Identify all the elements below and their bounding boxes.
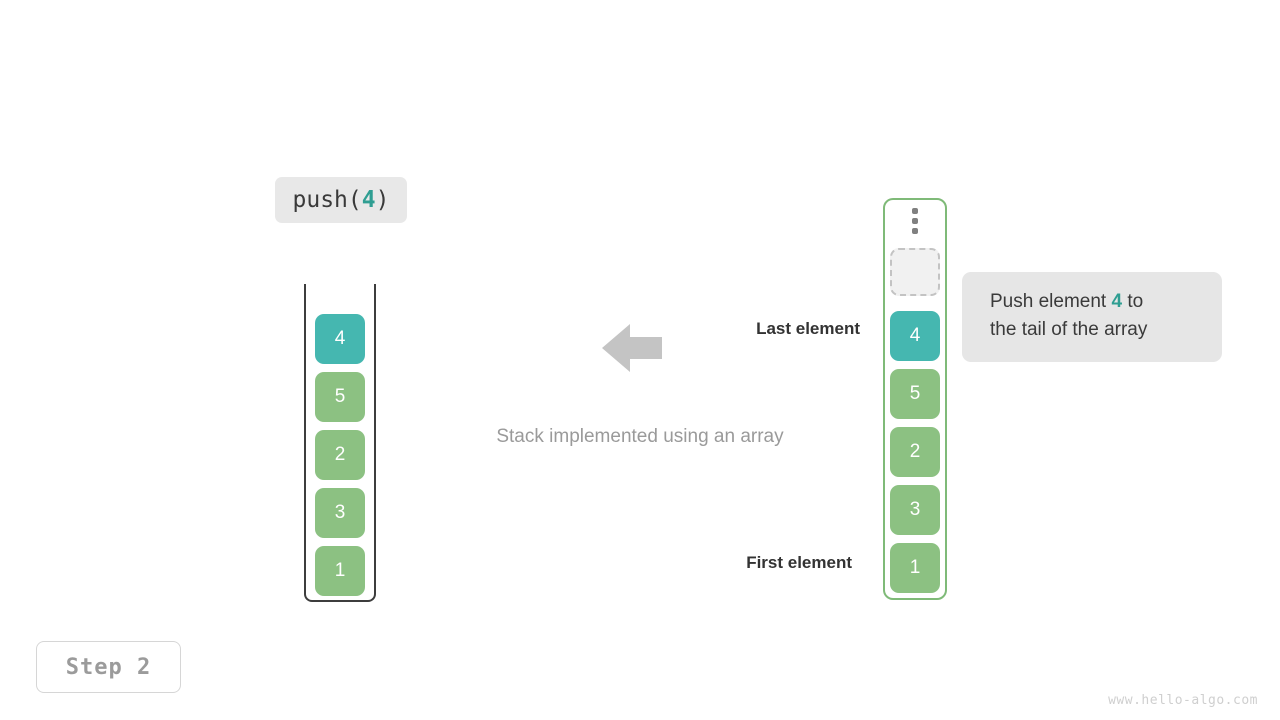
stack-cell: 4 xyxy=(315,314,365,364)
ellipsis-dot xyxy=(912,228,918,234)
stack-cell-value: 3 xyxy=(334,502,346,523)
operation-value: 4 xyxy=(361,187,376,213)
stack-cell: 1 xyxy=(315,546,365,596)
array-cell-value: 4 xyxy=(909,325,921,346)
array-items: 4 5 2 3 1 xyxy=(883,311,947,593)
stack-cell-value: 2 xyxy=(334,444,346,465)
step-badge: Step 2 xyxy=(36,641,181,693)
array-cell: 5 xyxy=(890,369,940,419)
array-frame xyxy=(883,198,947,600)
stack-cell-value: 4 xyxy=(334,328,346,349)
array-empty-slot xyxy=(890,248,940,296)
stack-items: 4 5 2 3 1 xyxy=(304,314,376,596)
array-cell: 3 xyxy=(890,485,940,535)
array-cell-value: 5 xyxy=(909,383,921,404)
stack-cell: 2 xyxy=(315,430,365,480)
array-cell: 1 xyxy=(890,543,940,593)
tooltip-value: 4 xyxy=(1111,291,1123,312)
operation-label: push(4) xyxy=(275,177,407,223)
operation-prefix: push( xyxy=(292,187,362,213)
array-cell-value: 2 xyxy=(909,441,921,462)
stack-cell-value: 5 xyxy=(334,386,346,407)
array-cell: 2 xyxy=(890,427,940,477)
stack-cell: 3 xyxy=(315,488,365,538)
array-cell: 4 xyxy=(890,311,940,361)
stack-cell: 5 xyxy=(315,372,365,422)
last-element-label: Last element xyxy=(756,319,860,338)
stack-container: 4 5 2 3 1 xyxy=(304,284,376,602)
operation-suffix: ) xyxy=(375,187,390,213)
array-cell-value: 3 xyxy=(909,499,921,520)
array-cell-value: 1 xyxy=(909,557,921,578)
vertical-ellipsis-icon xyxy=(883,208,947,234)
ellipsis-dot xyxy=(912,208,918,214)
stack-cell-value: 1 xyxy=(334,560,346,581)
explanation-tooltip: Push element 4 to the tail of the array xyxy=(962,272,1222,362)
stack-caption: Stack implemented using an array xyxy=(496,426,784,447)
tooltip-text-after: to xyxy=(1122,291,1144,312)
stack-frame xyxy=(304,284,376,602)
tooltip-text-line2: the tail of the array xyxy=(990,319,1148,340)
left-arrow-icon xyxy=(602,320,662,376)
first-element-label: First element xyxy=(746,553,852,572)
ellipsis-dot xyxy=(912,218,918,224)
array-container: 4 5 2 3 1 xyxy=(883,198,947,600)
watermark: www.hello-algo.com xyxy=(1108,693,1258,708)
tooltip-text-before: Push element xyxy=(990,291,1112,312)
